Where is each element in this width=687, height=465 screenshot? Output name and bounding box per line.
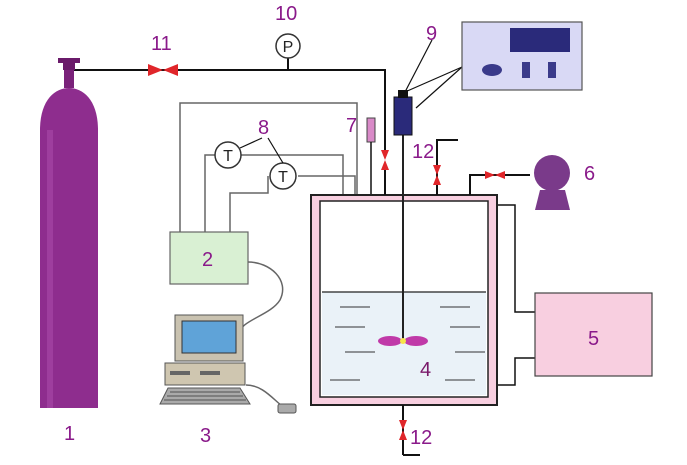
computer (159, 314, 297, 414)
svg-text:T: T (278, 169, 288, 186)
label-control-box: 2 (202, 249, 213, 271)
control-box (169, 231, 249, 285)
pump-valve (469, 171, 530, 195)
top-sample-valve (433, 139, 458, 195)
label-sample-valve-bottom: 12 (410, 427, 432, 449)
thermocouple-leader (239, 137, 284, 164)
label-reactor: 4 (420, 359, 431, 381)
reactor-vessel (310, 130, 498, 406)
heater-wires (497, 204, 535, 386)
label-cylinder: 1 (64, 423, 75, 445)
reactor-inlet-valve (381, 150, 389, 195)
thermocouple-2: T (269, 162, 297, 190)
controller-leads (404, 39, 463, 109)
vacuum-pump (534, 155, 570, 210)
label-inlet-valve: 11 (151, 33, 172, 55)
label-pressure-gauge: 10 (275, 3, 297, 25)
stirrer-controller (461, 21, 583, 91)
thermocouple-1: T (214, 141, 242, 169)
gas-cylinder (40, 58, 98, 408)
label-pump: 6 (584, 163, 595, 185)
probe (366, 117, 376, 143)
svg-text:T: T (223, 148, 233, 165)
stirrer-motor (393, 90, 413, 136)
heater (534, 292, 653, 377)
label-sample-valve-top: 12 (412, 141, 434, 163)
gauge-letter: P (283, 39, 294, 56)
label-thermocouples: 8 (258, 117, 269, 139)
label-heater: 5 (588, 328, 599, 350)
label-computer: 3 (200, 425, 211, 447)
inlet-valve (148, 64, 178, 76)
label-probe: 7 (346, 115, 357, 137)
label-controller: 9 (426, 23, 437, 45)
pressure-gauge: P (275, 33, 301, 59)
control-wires (179, 102, 358, 407)
bottom-sample-valve (399, 405, 420, 456)
